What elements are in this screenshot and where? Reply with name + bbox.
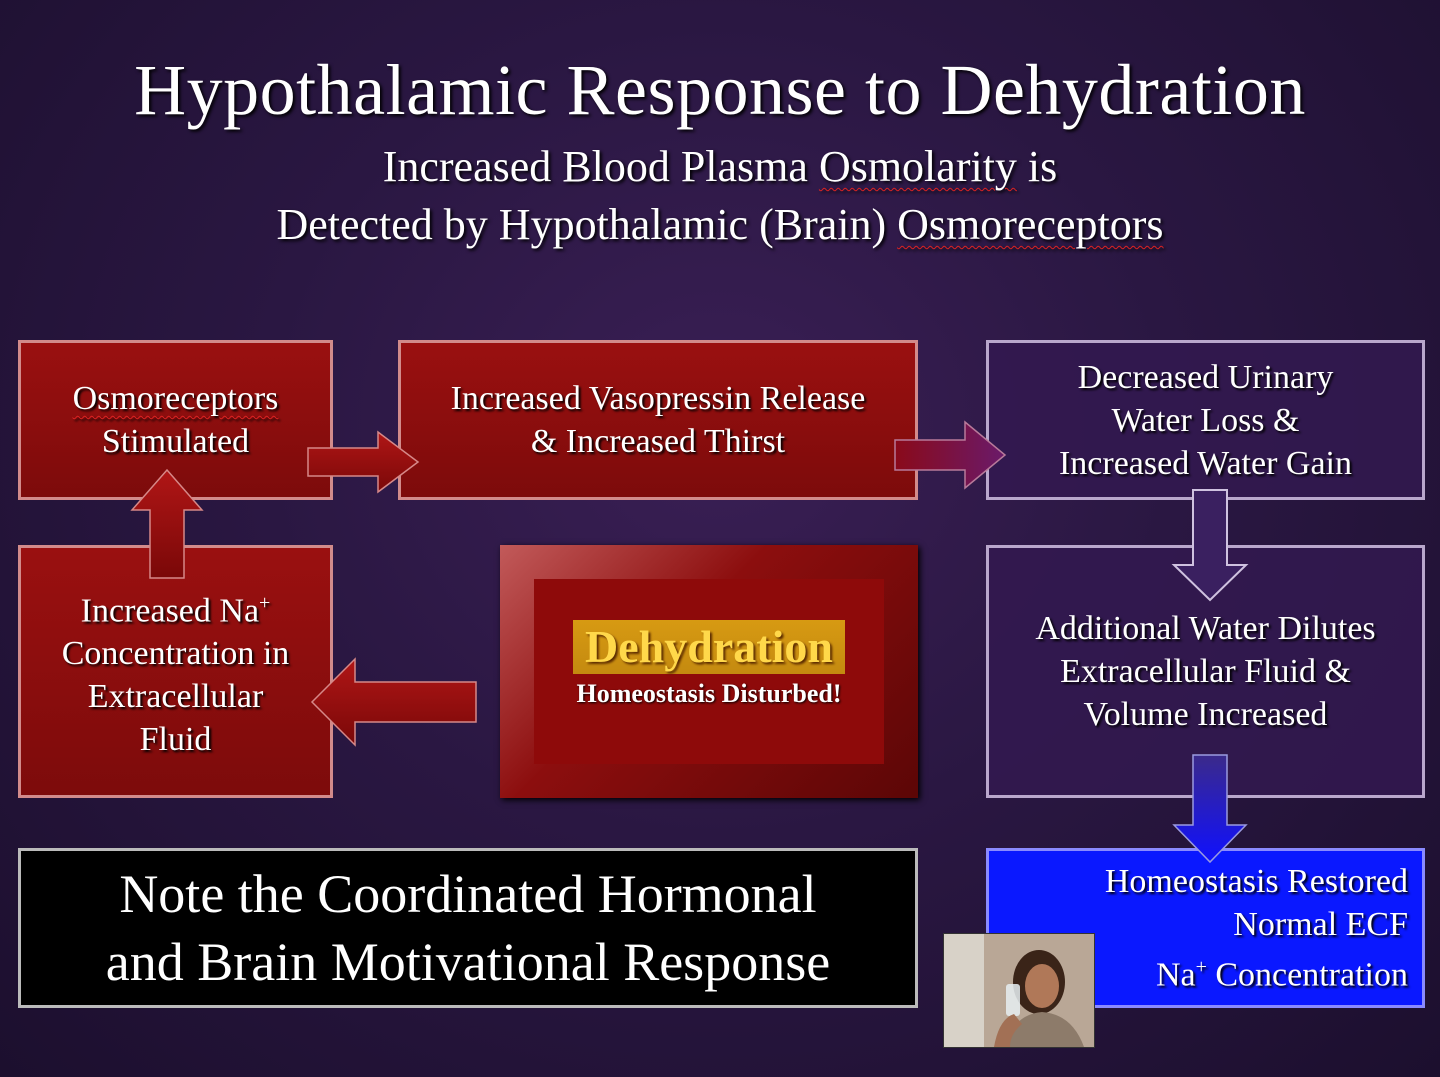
note-box: Note the Coordinated Hormonal and Brain …	[18, 848, 918, 1008]
arrow-right-icon	[894, 420, 1007, 490]
slide-subtitle: Increased Blood Plasma Osmolarity is Det…	[0, 138, 1440, 254]
subtitle-line-1: Increased Blood Plasma Osmolarity is	[382, 142, 1058, 191]
sodium-box: Increased Na+ Concentration in Extracell…	[18, 545, 333, 798]
arrow-up-icon	[130, 468, 204, 579]
dehydration-box: Dehydration Homeostasis Disturbed!	[500, 545, 918, 798]
slide-title: Hypothalamic Response to Dehydration	[134, 50, 1306, 130]
subtitle-line-2: Detected by Hypothalamic (Brain) Osmorec…	[276, 200, 1164, 249]
dehydration-subtitle: Homeostasis Disturbed!	[576, 678, 842, 708]
vasopressin-box: Increased Vasopressin Release & Increase…	[398, 340, 918, 500]
arrow-left-icon	[310, 657, 477, 747]
spellcheck-word: Osmolarity	[818, 142, 1017, 191]
dehydration-title: Dehydration	[573, 619, 845, 674]
urinary-box: Decreased Urinary Water Loss & Increased…	[986, 340, 1425, 500]
spellcheck-word: Osmoreceptors	[897, 200, 1164, 249]
photo-illustration	[944, 934, 1094, 1047]
woman-drinking-water-photo	[943, 933, 1095, 1048]
arrow-right-icon	[307, 430, 420, 494]
arrow-down-icon	[1172, 754, 1248, 864]
arrow-down-icon	[1171, 489, 1249, 602]
